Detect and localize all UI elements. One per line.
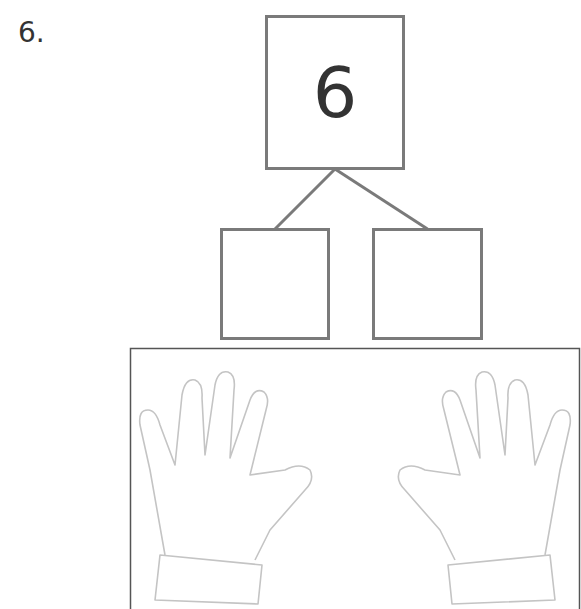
number-bond-box [220, 228, 330, 340]
question-number: 6. [18, 18, 45, 49]
bond-line [275, 169, 335, 229]
right-hand [398, 372, 570, 604]
hands-frame [131, 349, 580, 609]
number-bond-box: 6 [265, 15, 405, 170]
number-bond-box [372, 228, 483, 340]
left-hand [140, 372, 312, 604]
bond-line [335, 169, 428, 229]
number-text: 6 [313, 58, 358, 128]
